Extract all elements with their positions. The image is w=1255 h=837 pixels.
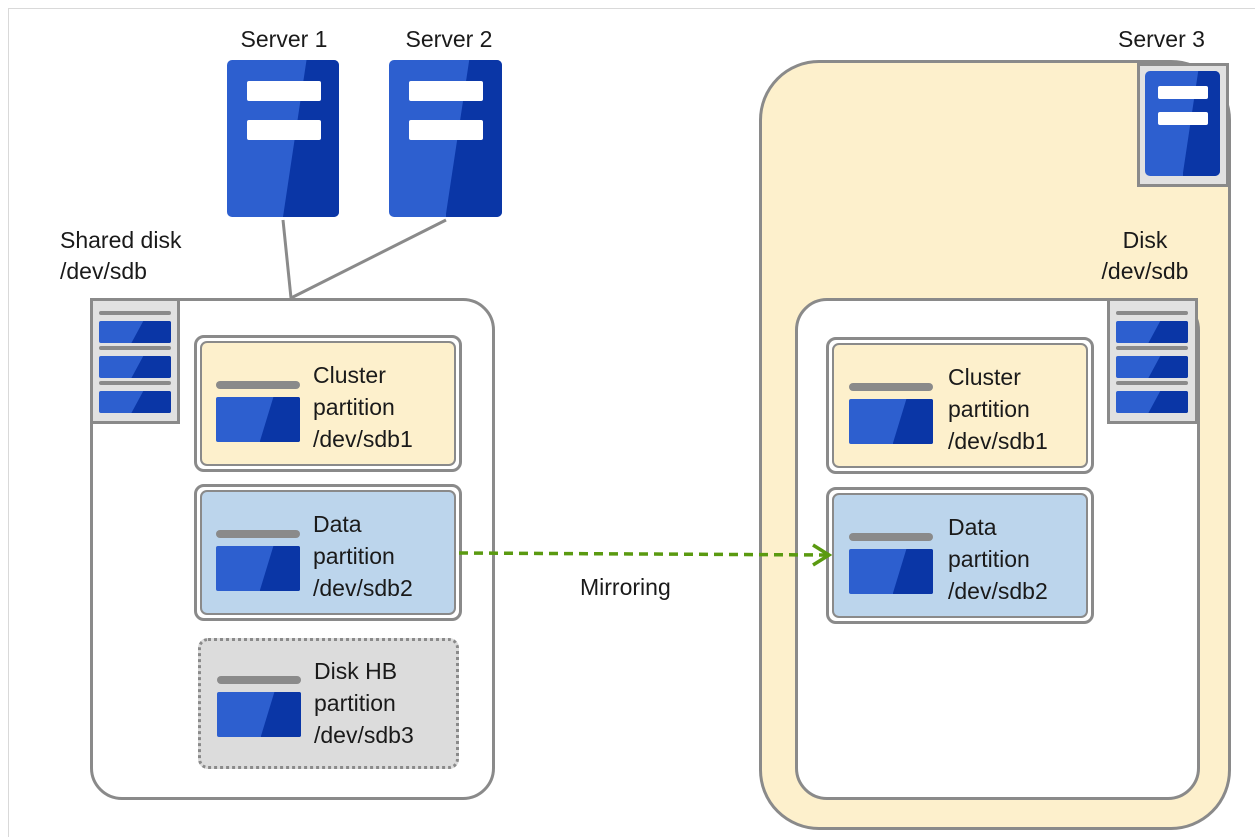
- local-cluster-partition-label: Cluster partition /dev/sdb1: [948, 364, 1048, 454]
- server2-connection-line: [290, 218, 447, 300]
- server3-label: Server 3: [1118, 26, 1205, 52]
- shared-disk-label: Shared disk /dev/sdb: [60, 227, 182, 284]
- local-cluster-partition: Cluster partition /dev/sdb1: [826, 337, 1094, 474]
- shared-data-partition: Data partition /dev/sdb2: [194, 484, 462, 621]
- shared-data-partition-label: Data partition /dev/sdb2: [313, 511, 413, 601]
- arrow-head-icon: [812, 543, 833, 567]
- server3-icon: [1145, 71, 1220, 176]
- shared-diskhb-partition-label: Disk HB partition /dev/sdb3: [314, 658, 414, 748]
- shared-disk-icon: [90, 298, 180, 424]
- local-disk-label: Disk /dev/sdb: [1101, 227, 1189, 284]
- shared-cluster-partition-label: Cluster partition /dev/sdb1: [313, 362, 413, 452]
- server2-icon: [389, 60, 502, 217]
- mirroring-label: Mirroring: [580, 574, 671, 600]
- local-disk-icon: [1107, 298, 1198, 424]
- shared-cluster-partition: Cluster partition /dev/sdb1: [194, 335, 462, 472]
- server2-label: Server 2: [405, 26, 493, 52]
- server1-label: Server 1: [240, 26, 328, 52]
- diagram-frame: [8, 8, 1255, 837]
- local-data-partition-label: Data partition /dev/sdb2: [948, 514, 1048, 604]
- shared-diskhb-partition: Disk HB partition /dev/sdb3: [198, 638, 459, 769]
- server1-icon: [227, 60, 339, 217]
- local-data-partition: Data partition /dev/sdb2: [826, 487, 1094, 624]
- server1-connection-line: [281, 219, 293, 299]
